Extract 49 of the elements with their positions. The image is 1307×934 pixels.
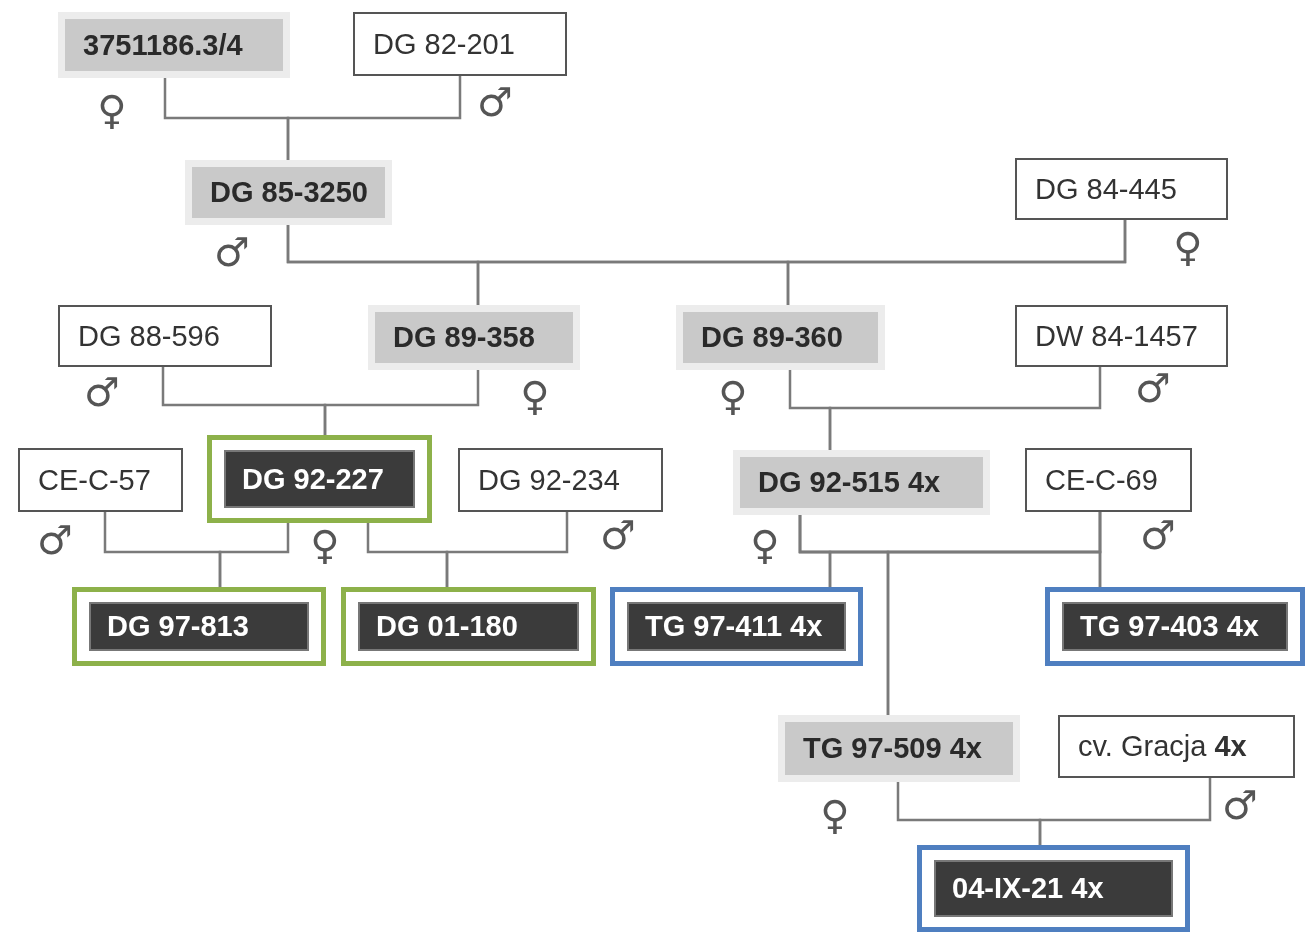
sex-symbol: ♂ [84,372,120,412]
name-box: 04-IX-21 4x [934,860,1173,917]
highlight-frame [610,587,863,666]
connector-line [323,370,480,435]
sex-symbol: ♀ [520,376,550,416]
name-box: 3751186.3/4 [58,12,290,78]
name-box: DG 82-201 [353,12,567,76]
name-box: DG 89-360 [676,305,885,370]
name-box: DG 92-227 [224,450,415,508]
sex-symbol: ♂ [37,520,73,560]
connector-line [886,512,1102,715]
name-box: DG 89-358 [368,305,580,370]
sex-symbol: ♀ [718,376,748,416]
connector-line [828,367,1102,450]
highlight-frame [1045,587,1305,666]
sex-symbol: ♂ [477,82,513,122]
name-box: DG 84-445 [1015,158,1228,220]
highlight-frame [207,435,432,523]
name-box: cv. Gracja 4x [1058,715,1295,778]
connector-line [1038,778,1212,845]
sex-symbol: ♀ [1173,227,1203,267]
name-box: CE-C-57 [18,448,183,512]
name-box: DG 92-234 [458,448,663,512]
sex-symbol: ♂ [214,232,250,272]
connector-line [286,76,462,160]
connector-line [786,220,1127,305]
name-box: TG 97-509 4x [778,715,1020,782]
highlight-frame [917,845,1190,932]
connector-line [218,523,290,587]
name-box: DG 88-596 [58,305,272,367]
name-box: TG 97-411 4x [627,602,846,651]
sex-symbol: ♀ [310,525,340,565]
highlight-frame [341,587,596,666]
sex-symbol: ♂ [1140,515,1176,555]
sex-symbol: ♀ [97,90,127,130]
highlight-frame [72,587,326,666]
sex-symbol: ♀ [820,795,850,835]
sex-symbol: ♂ [1222,785,1258,825]
sex-symbol: ♀ [750,525,780,565]
name-box: DG 01-180 [358,602,579,651]
sex-symbol: ♂ [600,515,636,555]
sex-symbol: ♂ [1135,368,1171,408]
name-box: TG 97-403 4x [1062,602,1288,651]
name-box: DG 85-3250 [185,160,392,225]
name-box: DG 97-813 [89,602,309,651]
name-box: DG 92-515 4x [733,450,990,515]
connector-line [445,512,569,587]
name-box: DW 84-1457 [1015,305,1228,367]
name-box: CE-C-69 [1025,448,1192,512]
